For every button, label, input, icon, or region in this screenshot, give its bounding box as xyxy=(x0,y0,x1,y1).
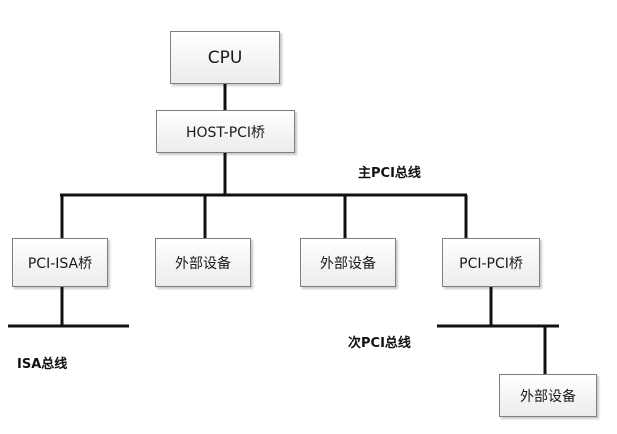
external-device-label-2: 外部设备 xyxy=(320,255,376,272)
primary-pci-bus-label: 主PCI总线 xyxy=(358,166,421,181)
pci-isa-bridge-label: PCI-ISA桥 xyxy=(27,255,93,272)
host-pci-bridge-label: HOST-PCI桥 xyxy=(185,124,266,141)
isa-bus-label: ISA总线 xyxy=(17,357,68,372)
pci-isa-bridge-box: PCI-ISA桥 xyxy=(12,238,108,287)
pci-pci-bridge-box: PCI-PCI桥 xyxy=(442,238,540,287)
external-device-box-2: 外部设备 xyxy=(300,238,396,287)
secondary-pci-bus-label: 次PCI总线 xyxy=(348,336,411,351)
host-pci-bridge-box: HOST-PCI桥 xyxy=(156,110,295,153)
cpu-label: CPU xyxy=(207,47,243,68)
pci-pci-bridge-label: PCI-PCI桥 xyxy=(459,255,523,272)
external-device-label-1: 外部设备 xyxy=(175,255,231,272)
external-device-box-3: 外部设备 xyxy=(499,374,597,417)
external-device-label-3: 外部设备 xyxy=(520,388,576,405)
cpu-box: CPU xyxy=(170,31,280,84)
external-device-box-1: 外部设备 xyxy=(155,238,251,287)
